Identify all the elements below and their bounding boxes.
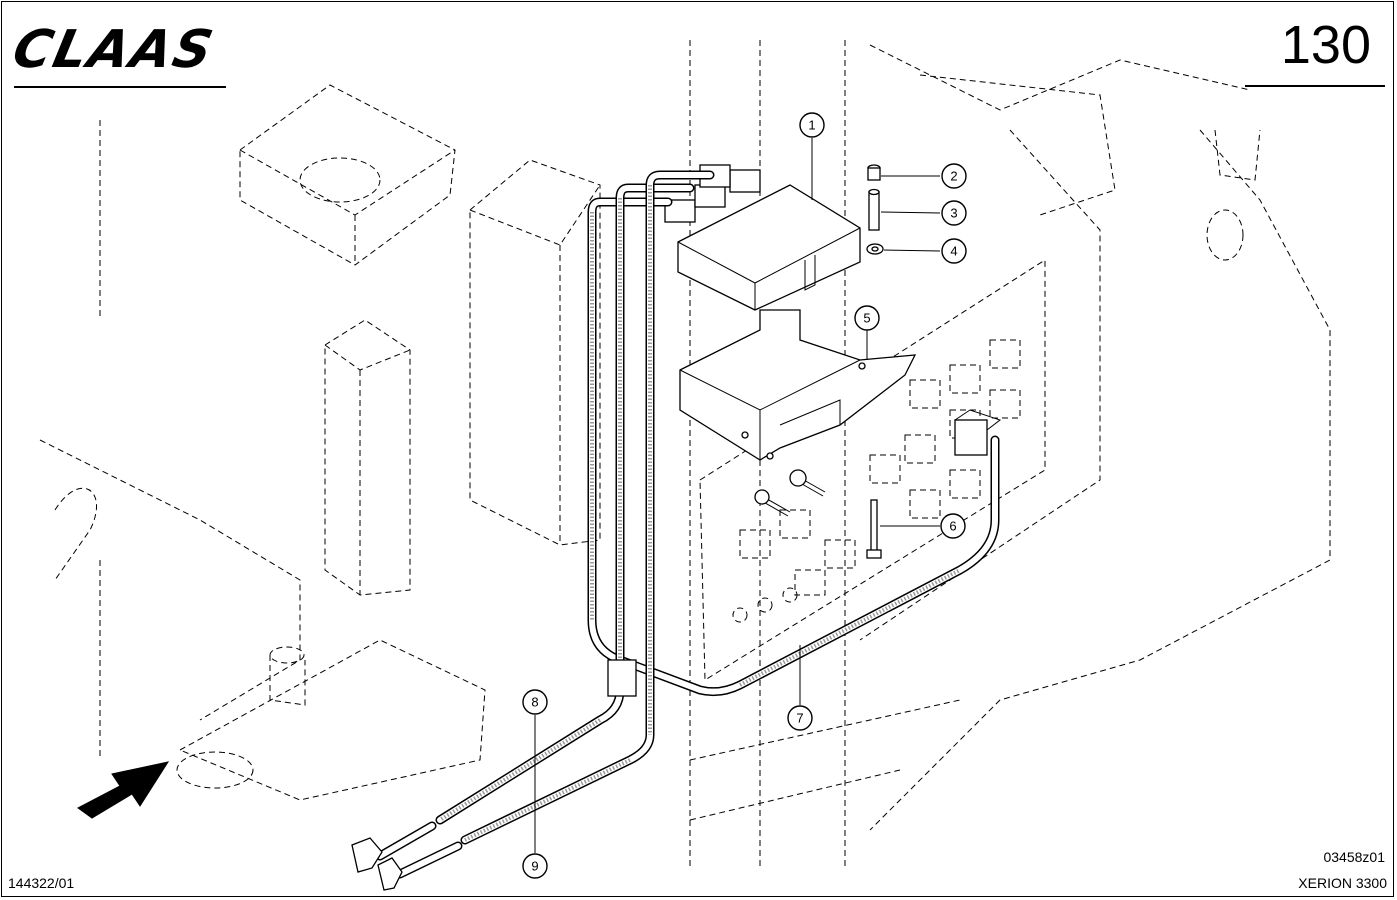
callout-9: 9 <box>522 853 548 879</box>
drawing-code: 03458z01 <box>1323 849 1385 865</box>
bolts <box>754 469 882 559</box>
callout-label: 2 <box>950 169 957 184</box>
background-structure <box>39 40 1331 870</box>
callout-7: 7 <box>787 705 813 731</box>
callout-label: 1 <box>808 118 815 133</box>
leader-lines <box>534 138 941 853</box>
callout-label: 7 <box>796 711 803 726</box>
callout-label: 9 <box>531 859 538 874</box>
callout-4: 4 <box>941 238 967 264</box>
brand-rule <box>14 86 226 88</box>
model-name: XERION 3300 <box>1298 875 1387 891</box>
callout-label: 6 <box>949 519 956 534</box>
callout-1: 1 <box>799 112 825 138</box>
panel-cutouts <box>732 339 1021 623</box>
page-number-rule <box>1245 85 1385 87</box>
fasteners-stack <box>866 164 884 255</box>
mounting-bracket <box>679 309 917 461</box>
callout-8: 8 <box>522 689 548 715</box>
direction-arrow-icon <box>77 761 170 819</box>
cable-harness <box>351 170 1002 891</box>
callout-6: 6 <box>940 513 966 539</box>
callout-label: 8 <box>531 695 538 710</box>
callout-label: 4 <box>950 244 957 259</box>
page-number: 130 <box>1280 15 1371 75</box>
callout-2: 2 <box>941 163 967 189</box>
callout-3: 3 <box>941 200 967 226</box>
callout-label: 5 <box>863 311 870 326</box>
callout-5: 5 <box>854 305 880 331</box>
document-code: 144322/01 <box>8 875 75 891</box>
callout-label: 3 <box>950 206 957 221</box>
